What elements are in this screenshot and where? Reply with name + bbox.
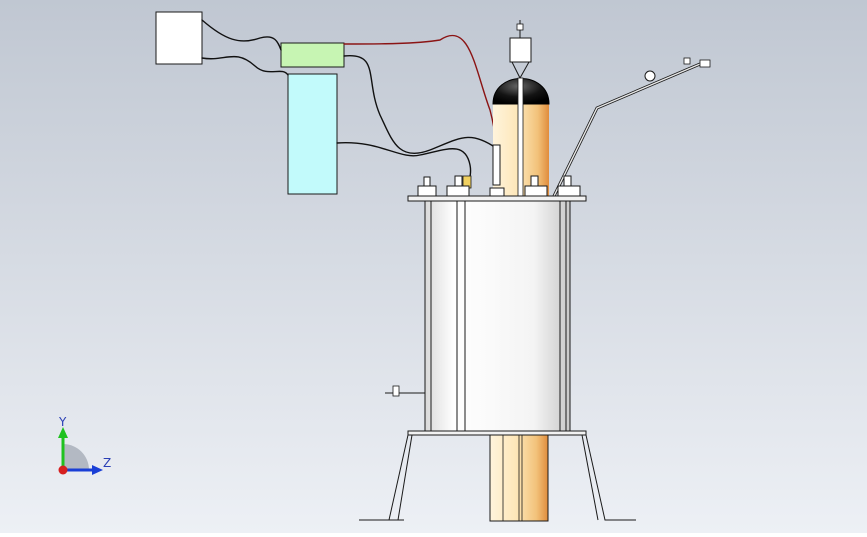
green-module[interactable]	[280, 42, 345, 68]
sampling-valve[interactable]	[644, 70, 656, 82]
tank-rods	[430, 201, 567, 433]
wire-black-1	[343, 54, 497, 155]
lid-fittings	[417, 175, 581, 197]
x-axis-dot	[58, 465, 68, 475]
stand-legs	[359, 434, 636, 521]
bottom-flange	[407, 430, 587, 436]
cyan-panel[interactable]	[287, 73, 338, 195]
y-axis-label: Y	[58, 415, 67, 429]
axis-triad: Y Z	[58, 415, 111, 475]
triad-plane	[63, 444, 89, 470]
top-motor[interactable]	[509, 37, 532, 63]
probe-left	[492, 144, 501, 186]
controller-box[interactable]	[155, 11, 203, 65]
z-axis-label: Z	[103, 456, 111, 470]
stirrer-shaft	[517, 77, 524, 197]
top-flange	[407, 195, 587, 202]
wire-b	[201, 55, 289, 76]
side-valve[interactable]	[392, 385, 400, 397]
wire-a	[201, 19, 282, 51]
tank-body[interactable]	[424, 200, 571, 434]
